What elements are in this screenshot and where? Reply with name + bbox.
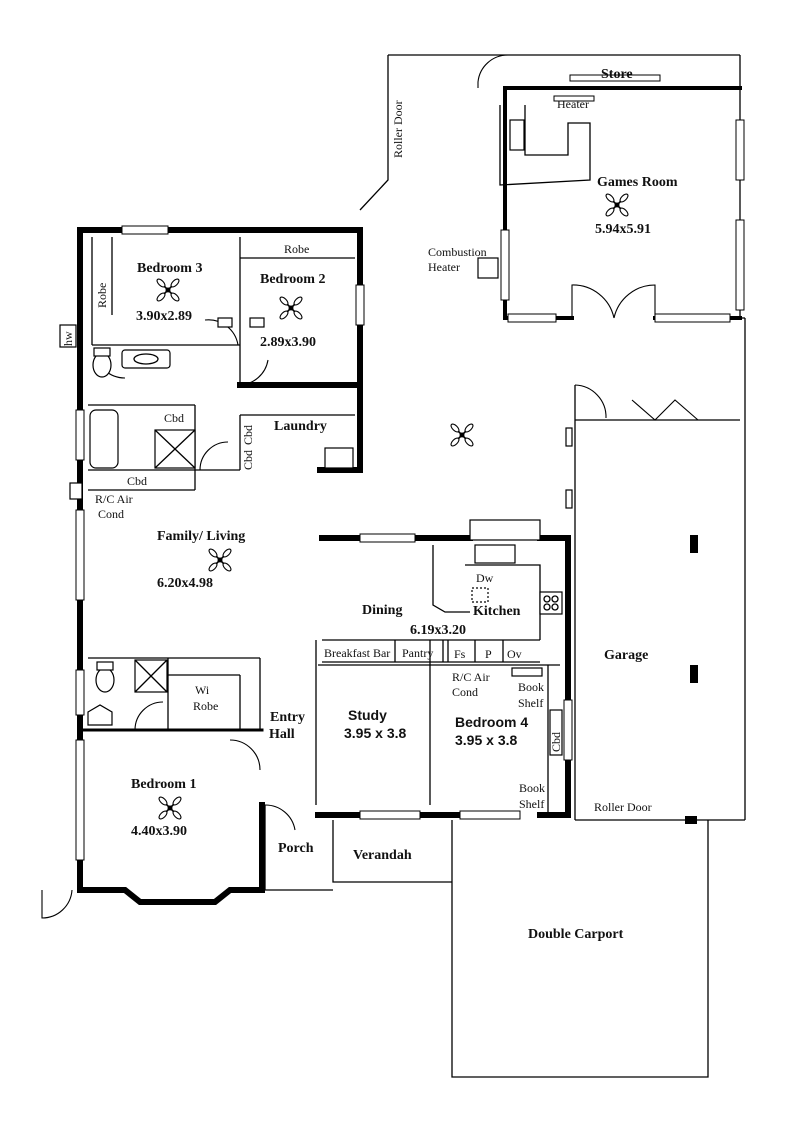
label-verandah: Verandah — [353, 848, 412, 863]
label-rc-air-cond-1b: Cond — [98, 507, 124, 521]
label-book-shelf-2a: Book — [519, 781, 545, 795]
ceiling-fan-icon — [448, 421, 476, 449]
label-porch: Porch — [278, 841, 314, 856]
ceiling-fan-icon — [277, 294, 305, 322]
label-cbd-bath: Cbd — [164, 411, 184, 425]
label-dining: Dining — [362, 603, 402, 618]
label-robe-b3: Robe — [95, 283, 109, 308]
label-cbd-bed4: Cbd — [549, 732, 563, 752]
label-study: Study — [348, 707, 387, 723]
ceiling-fan-icon — [206, 546, 234, 574]
label-double-carport: Double Carport — [528, 927, 624, 942]
partitions — [88, 105, 591, 815]
label-bedroom-3: Bedroom 3 — [137, 261, 202, 276]
ceiling-fan-icon — [154, 276, 182, 304]
label-kitchen-dining-dim: 6.19x3.20 — [410, 623, 466, 638]
label-rc-air-cond-1: R/C Air — [95, 492, 133, 506]
label-bedroom-3-dim: 3.90x2.89 — [136, 309, 192, 324]
label-games-room: Games Room — [597, 175, 678, 190]
sink-icon — [324, 447, 354, 469]
label-p: P — [485, 647, 492, 661]
label-dw: Dw — [476, 571, 494, 585]
label-bedroom-1-dim: 4.40x3.90 — [131, 824, 187, 839]
label-pantry: Pantry — [402, 646, 433, 660]
label-cbd-hall: Cbd — [127, 474, 147, 488]
label-breakfast-bar: Breakfast Bar — [324, 646, 390, 660]
cooktop-icon — [539, 591, 563, 615]
label-cbd-laundry-1: Cbd — [241, 425, 255, 445]
combustion-heater — [477, 257, 499, 279]
ceiling-fan-icon — [603, 191, 631, 219]
label-store: Store — [601, 67, 633, 82]
label-garage: Garage — [604, 648, 648, 663]
toilet-icon — [95, 667, 115, 693]
label-bedroom-1: Bedroom 1 — [131, 777, 196, 792]
label-study-dim: 3.95 x 3.8 — [344, 725, 406, 741]
label-book-shelf-1b: Shelf — [518, 696, 543, 710]
labels: Store Heater Games Room 5.94x5.91 Combus… — [61, 67, 678, 942]
label-book-shelf-2b: Shelf — [519, 797, 544, 811]
label-combustion-heater-1: Combustion — [428, 245, 487, 259]
label-entry-hall-1: Entry — [270, 710, 305, 725]
label-bedroom-4-dim: 3.95 x 3.8 — [455, 732, 517, 748]
sink-icon — [121, 349, 171, 369]
label-combustion-heater-2: Heater — [428, 260, 460, 274]
toilet-icon — [92, 352, 112, 378]
label-hw: hw — [61, 331, 75, 346]
label-laundry: Laundry — [274, 419, 327, 434]
label-bedroom-2: Bedroom 2 — [260, 272, 325, 287]
label-family-living: Family/ Living — [157, 529, 245, 544]
label-games-room-dim: 5.94x5.91 — [595, 222, 651, 237]
label-wi-robe-2: Robe — [193, 699, 218, 713]
label-robe-b2: Robe — [284, 242, 309, 256]
label-entry-hall-2: Hall — [269, 727, 295, 742]
ceiling-fan-icon — [156, 794, 184, 822]
label-cbd-laundry-2: Cbd — [241, 450, 255, 470]
windows — [75, 74, 745, 861]
label-rc-air-cond-2b: Cond — [452, 685, 478, 699]
label-rc-air-cond-2: R/C Air — [452, 670, 490, 684]
label-roller-door-top: Roller Door — [391, 100, 405, 158]
label-family-living-dim: 6.20x4.98 — [157, 576, 213, 591]
label-kitchen: Kitchen — [473, 604, 521, 619]
label-bedroom-4: Bedroom 4 — [455, 714, 528, 730]
label-roller-door-garage: Roller Door — [594, 800, 652, 814]
label-heater: Heater — [557, 97, 589, 111]
label-wi-robe-1: Wi — [195, 683, 210, 697]
fixtures — [59, 257, 698, 824]
label-fs: Fs — [454, 647, 466, 661]
label-bedroom-2-dim: 2.89x3.90 — [260, 335, 316, 350]
label-book-shelf-1a: Book — [518, 680, 544, 694]
bath-icon — [89, 409, 119, 469]
label-ov: Ov — [507, 647, 522, 661]
